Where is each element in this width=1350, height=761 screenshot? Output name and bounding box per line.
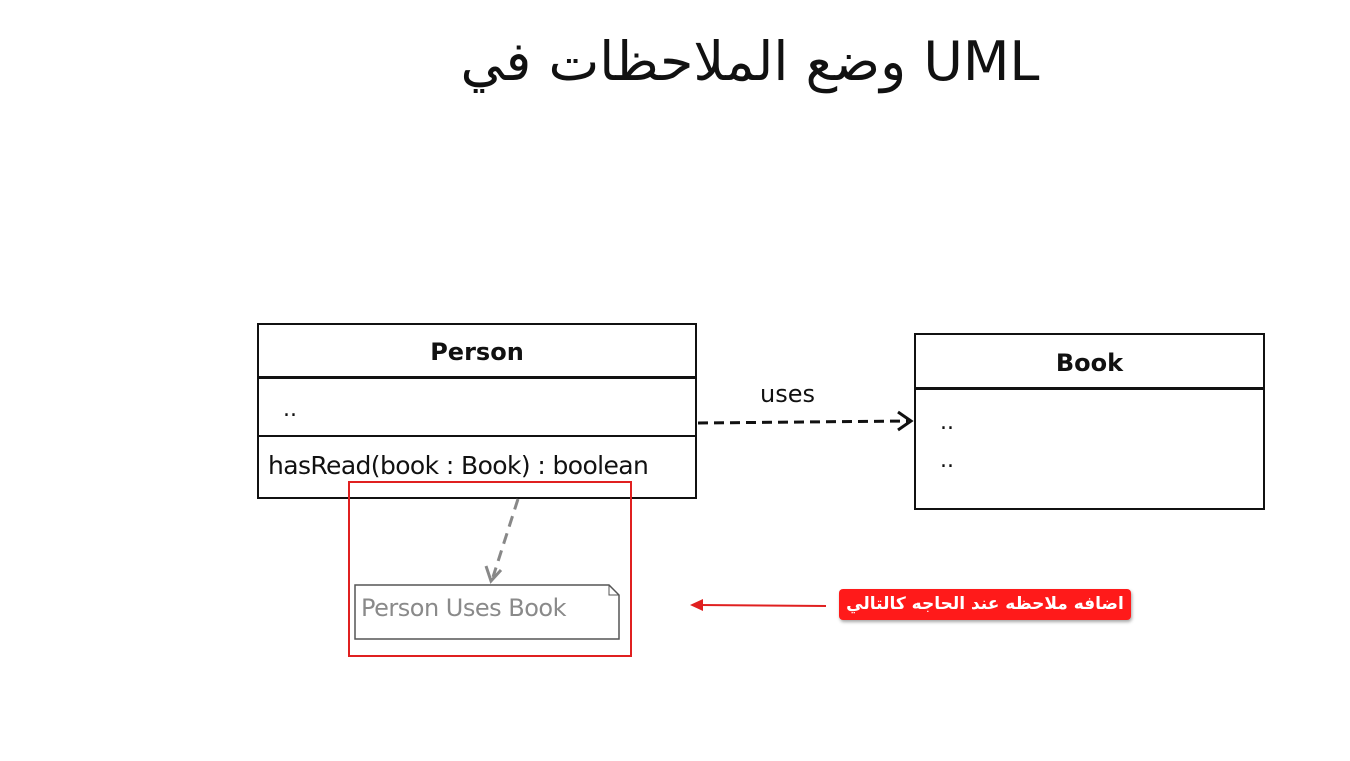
note-shape — [354, 584, 620, 640]
uml-note[interactable]: Person Uses Book — [354, 584, 620, 640]
association-line[interactable] — [697, 419, 909, 425]
book-attributes: .. .. — [916, 390, 1263, 480]
book-class-box[interactable]: Book .. .. — [914, 333, 1265, 510]
highlight-box — [348, 481, 632, 657]
slide-title: وضع الملاحظات في UML — [460, 30, 1040, 93]
person-class-box[interactable]: Person .. hasRead(book : Book) : boolean — [257, 323, 697, 499]
note-link-line[interactable] — [491, 498, 520, 578]
book-class-name: Book — [916, 335, 1263, 390]
callout-arrow-line — [699, 604, 827, 607]
note-link-arrowhead — [484, 565, 503, 584]
association-arrowhead — [897, 410, 914, 432]
book-attribute-2: .. — [940, 448, 954, 473]
callout-label: اضافه ملاحظه عند الحاجه كالتالي — [839, 589, 1131, 620]
note-text: Person Uses Book — [361, 594, 566, 622]
person-class-name: Person — [259, 325, 695, 379]
book-attribute-1: .. — [940, 410, 954, 435]
callout-arrowhead — [690, 599, 703, 611]
person-attributes: .. — [259, 379, 695, 437]
association-label: uses — [760, 380, 815, 408]
person-operations: hasRead(book : Book) : boolean — [268, 451, 649, 480]
